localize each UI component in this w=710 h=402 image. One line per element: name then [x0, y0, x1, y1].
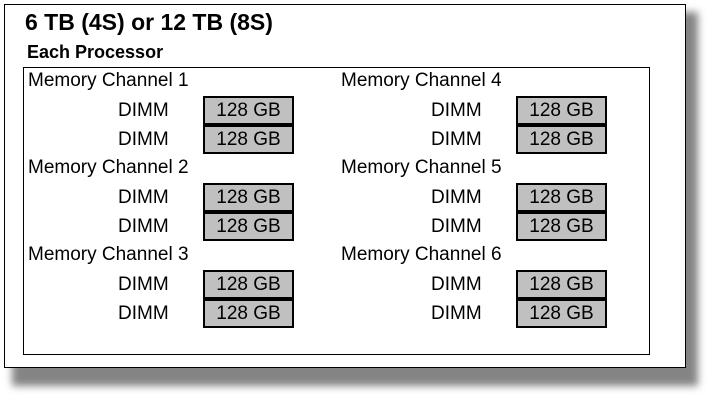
memory-channel: Memory Channel 2 DIMM 128 GB DIMM 128 GB	[24, 155, 324, 241]
dimm-size-box: 128 GB	[516, 270, 607, 299]
dimm-slot: DIMM 128 GB	[337, 96, 637, 125]
dimm-label: DIMM	[431, 129, 482, 150]
dimm-size-box: 128 GB	[516, 212, 607, 241]
dimm-size-box: 128 GB	[203, 270, 294, 299]
diagram-subtitle: Each Processor	[27, 42, 164, 62]
dimm-label: DIMM	[118, 100, 169, 121]
dimm-slot: DIMM 128 GB	[24, 270, 324, 299]
channel-label: Memory Channel 1	[28, 70, 189, 91]
dimm-label: DIMM	[431, 303, 482, 324]
dimm-size-box: 128 GB	[203, 125, 294, 154]
channel-label: Memory Channel 4	[341, 70, 502, 91]
memory-channel: Memory Channel 1 DIMM 128 GB DIMM 128 GB	[24, 68, 324, 154]
dimm-label: DIMM	[118, 187, 169, 208]
dimm-size-box: 128 GB	[516, 183, 607, 212]
dimm-label: DIMM	[118, 303, 169, 324]
channel-label: Memory Channel 6	[341, 244, 502, 265]
dimm-label: DIMM	[431, 187, 482, 208]
dimm-size-box: 128 GB	[203, 299, 294, 328]
dimm-slot: DIMM 128 GB	[337, 183, 637, 212]
memory-channel: Memory Channel 6 DIMM 128 GB DIMM 128 GB	[337, 242, 637, 328]
diagram-title: 6 TB (4S) or 12 TB (8S)	[25, 9, 273, 35]
dimm-slot: DIMM 128 GB	[24, 96, 324, 125]
dimm-label: DIMM	[431, 100, 482, 121]
channel-label: Memory Channel 5	[341, 157, 502, 178]
dimm-slot: DIMM 128 GB	[337, 270, 637, 299]
dimm-size-box: 128 GB	[516, 125, 607, 154]
dimm-slot: DIMM 128 GB	[337, 212, 637, 241]
dimm-slot: DIMM 128 GB	[24, 299, 324, 328]
dimm-size-box: 128 GB	[203, 183, 294, 212]
dimm-label: DIMM	[118, 274, 169, 295]
dimm-label: DIMM	[118, 129, 169, 150]
channel-label: Memory Channel 3	[28, 244, 189, 265]
dimm-slot: DIMM 128 GB	[337, 125, 637, 154]
channel-label: Memory Channel 2	[28, 157, 189, 178]
dimm-size-box: 128 GB	[203, 96, 294, 125]
dimm-slot: DIMM 128 GB	[337, 299, 637, 328]
memory-channel: Memory Channel 3 DIMM 128 GB DIMM 128 GB	[24, 242, 324, 328]
memory-channel: Memory Channel 4 DIMM 128 GB DIMM 128 GB	[337, 68, 637, 154]
dimm-slot: DIMM 128 GB	[24, 212, 324, 241]
processor-memory-panel: Memory Channel 1 DIMM 128 GB DIMM 128 GB…	[23, 67, 650, 355]
memory-channel: Memory Channel 5 DIMM 128 GB DIMM 128 GB	[337, 155, 637, 241]
dimm-slot: DIMM 128 GB	[24, 125, 324, 154]
dimm-size-box: 128 GB	[516, 96, 607, 125]
dimm-slot: DIMM 128 GB	[24, 183, 324, 212]
dimm-label: DIMM	[431, 216, 482, 237]
dimm-label: DIMM	[431, 274, 482, 295]
dimm-size-box: 128 GB	[516, 299, 607, 328]
dimm-size-box: 128 GB	[203, 212, 294, 241]
dimm-label: DIMM	[118, 216, 169, 237]
